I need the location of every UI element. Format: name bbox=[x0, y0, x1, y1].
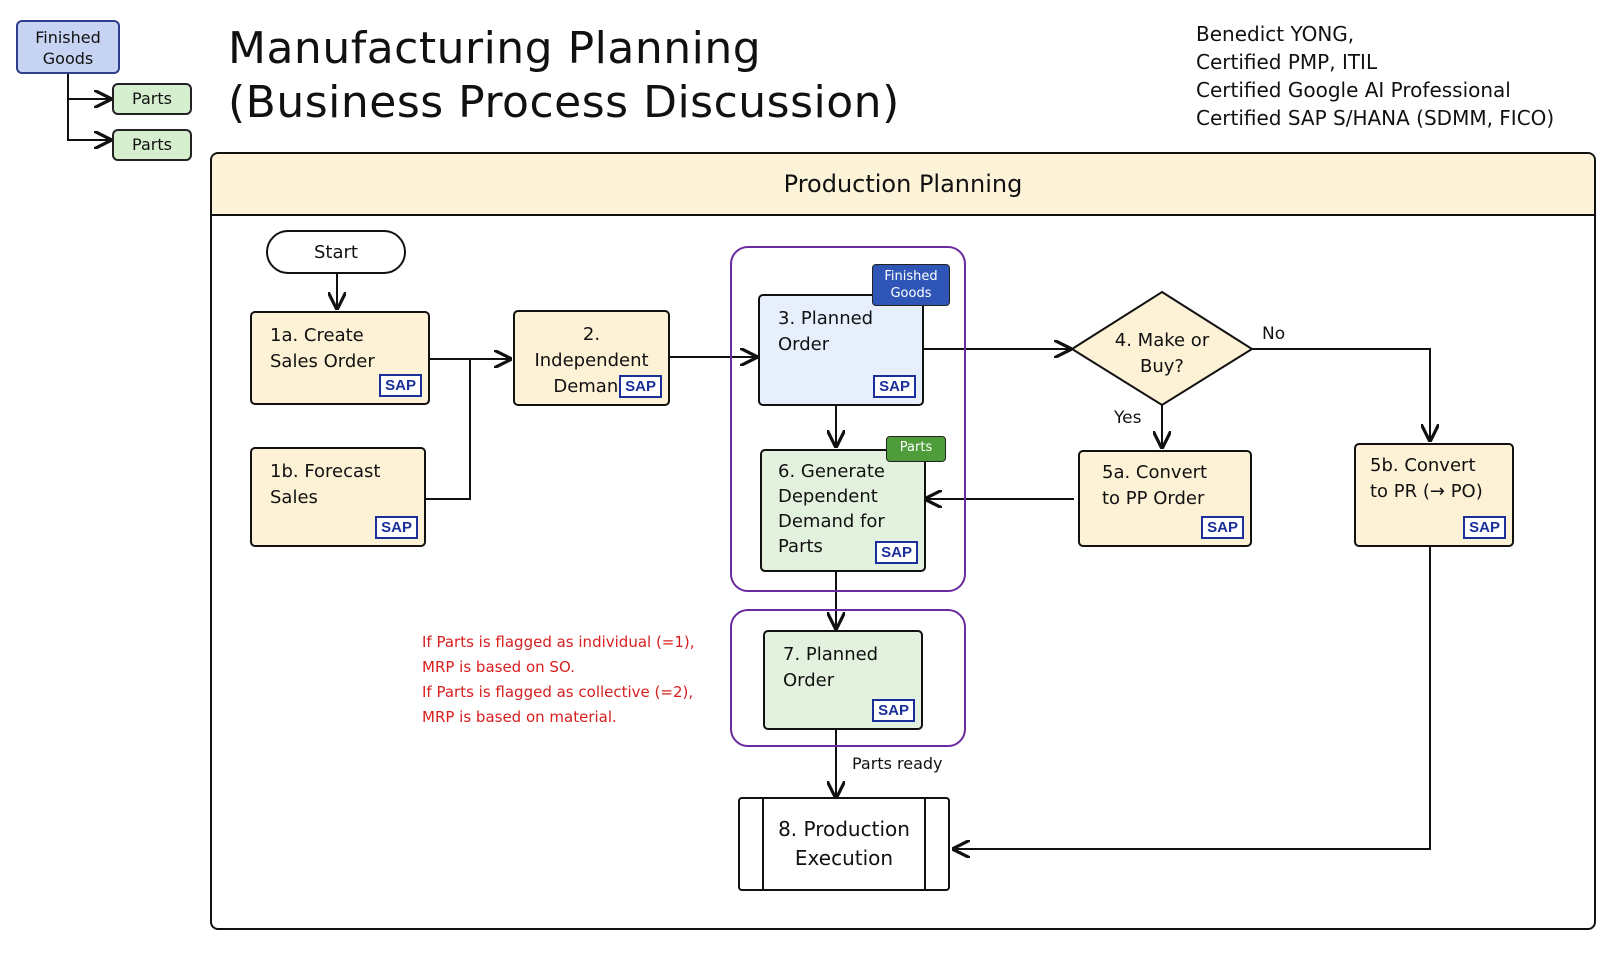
edge-label-parts-ready: Parts ready bbox=[852, 754, 943, 773]
title-line-2: (Business Process Discussion) bbox=[228, 77, 900, 128]
note-line-3: If Parts is flagged as collective (=2), bbox=[422, 683, 694, 701]
author-cert-2: Certified Google AI Professional bbox=[1196, 78, 1511, 102]
tag-parts: Parts bbox=[886, 436, 946, 462]
group-finished-goods bbox=[730, 246, 966, 592]
node-4-make-or-buy: 4. Make or Buy? bbox=[1114, 330, 1210, 377]
node-label: 7. Planned Order bbox=[783, 644, 879, 691]
frame-title: Production Planning bbox=[212, 154, 1594, 216]
legend-connector bbox=[67, 74, 110, 140]
node-label: 1b. Forecast Sales bbox=[270, 461, 381, 508]
node-label: 6. Generate Dependent Demand for Parts bbox=[778, 461, 885, 557]
node-5a-convert-to-pp-order: 5a. Convert to PP Order SAP bbox=[1078, 450, 1252, 547]
sap-badge: SAP bbox=[873, 375, 916, 398]
author-cert-1: Certified PMP, ITIL bbox=[1196, 50, 1378, 74]
edge-5b-8 bbox=[954, 547, 1431, 849]
node-6-generate-dependent-demand: 6. Generate Dependent Demand for Parts S… bbox=[760, 449, 926, 572]
node-label: 5b. Convert to PR (→ PO) bbox=[1370, 455, 1483, 502]
edge-label-yes: Yes bbox=[1114, 408, 1142, 428]
node-1a-create-sales-order: 1a. Create Sales Order SAP bbox=[250, 311, 430, 405]
page-title: Manufacturing Planning (Business Process… bbox=[228, 22, 900, 130]
node-label: 1a. Create Sales Order bbox=[270, 325, 375, 372]
node-label: 5a. Convert to PP Order bbox=[1102, 462, 1208, 509]
production-planning-frame: Production Planning bbox=[210, 152, 1596, 930]
node-5b-convert-to-pr: 5b. Convert to PR (→ PO) SAP bbox=[1354, 443, 1514, 547]
node-label: 8. Production Execution bbox=[778, 817, 910, 870]
sap-badge: SAP bbox=[1463, 516, 1506, 539]
edge-4-5b bbox=[1252, 348, 1430, 440]
sap-badge: SAP bbox=[875, 541, 918, 564]
mrp-note: If Parts is flagged as individual (=1), … bbox=[422, 630, 695, 730]
sap-badge: SAP bbox=[872, 699, 915, 722]
node-1b-forecast-sales: 1b. Forecast Sales SAP bbox=[250, 447, 426, 547]
node-8-production-execution: 8. Production Execution bbox=[738, 797, 950, 891]
node-label: 3. Planned Order bbox=[778, 308, 874, 355]
legend-parts-1: Parts bbox=[112, 83, 192, 115]
note-line-4: MRP is based on material. bbox=[422, 708, 617, 726]
author-cert-3: Certified SAP S/HANA (SDMM, FICO) bbox=[1196, 106, 1555, 130]
sap-badge: SAP bbox=[1201, 516, 1244, 539]
node-2-independent-demand: 2. Independent Demand SAP bbox=[513, 310, 670, 406]
group-parts bbox=[730, 609, 966, 747]
node-3-planned-order: 3. Planned Order SAP bbox=[758, 294, 924, 406]
sap-badge: SAP bbox=[379, 374, 422, 397]
author-block: Benedict YONG, Certified PMP, ITIL Certi… bbox=[1196, 20, 1554, 132]
author-name: Benedict YONG, bbox=[1196, 22, 1355, 46]
note-line-1: If Parts is flagged as individual (=1), bbox=[422, 633, 695, 651]
edge-1b-2 bbox=[426, 359, 471, 500]
node-label: 2. Independent Demand bbox=[534, 324, 649, 397]
node-7-planned-order: 7. Planned Order SAP bbox=[763, 630, 923, 730]
sap-badge: SAP bbox=[619, 375, 662, 398]
start-node: Start bbox=[266, 230, 406, 274]
title-line-1: Manufacturing Planning bbox=[228, 23, 762, 74]
tag-finished-goods: Finished Goods bbox=[872, 264, 950, 306]
edge-label-no: No bbox=[1262, 324, 1286, 344]
legend-parts-2: Parts bbox=[112, 129, 192, 161]
legend-finished-goods: Finished Goods bbox=[16, 20, 120, 74]
sap-badge: SAP bbox=[375, 516, 418, 539]
note-line-2: MRP is based on SO. bbox=[422, 658, 575, 676]
decision-diamond bbox=[1070, 290, 1254, 407]
